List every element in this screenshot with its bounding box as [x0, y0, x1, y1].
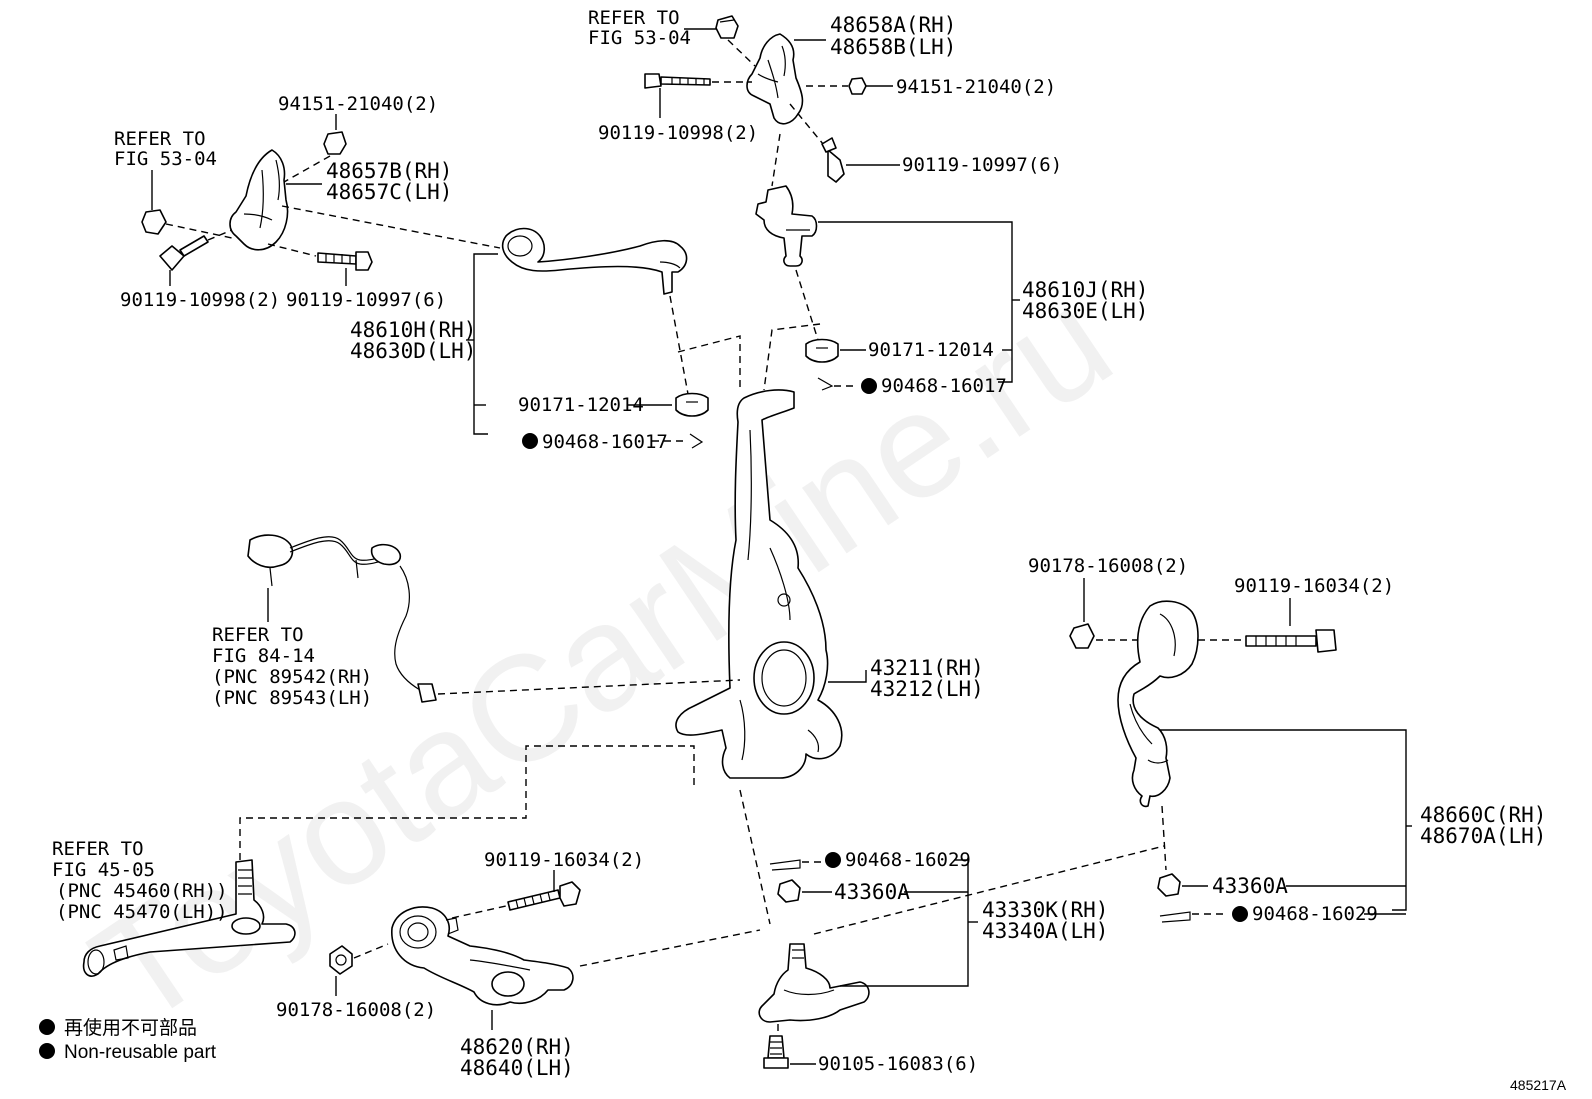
legend: 再使用不可部品 Non-reusable part [39, 1017, 217, 1063]
abs-sensor-wire-icon [247, 534, 437, 703]
ref-line-2: FIG 53-04 [588, 27, 691, 49]
label-48620[interactable]: 48620(RH) [460, 1035, 574, 1059]
label-90468-16029-right[interactable]: 90468-16029 [1252, 903, 1378, 925]
non-reusable-dot [861, 378, 877, 394]
nut-90171-left-icon [675, 392, 709, 417]
label-90468-16017-right[interactable]: 90468-16017 [881, 375, 1007, 397]
lower-ball-joint-43330-icon [758, 943, 870, 1023]
label-48658a[interactable]: 48658A(RH) [830, 13, 956, 37]
upper-arm-48610h-icon [501, 227, 688, 295]
upper-bracket-48657-icon [229, 149, 289, 251]
label-90468-16029-mid[interactable]: 90468-16029 [845, 849, 971, 871]
ref-line-1: REFER TO [588, 7, 680, 29]
bolt-90105-16083-icon [763, 1035, 789, 1069]
ref-45-05[interactable]: REFER TO FIG 45-05 (PNC 45460(RH)) (PNC … [52, 838, 228, 923]
label-43330k[interactable]: 43330K(RH) [982, 898, 1108, 922]
label-94151-21040-top[interactable]: 94151-21040(2) [896, 76, 1056, 98]
ref-53-04-top[interactable]: REFER TO FIG 53-04 [588, 7, 691, 49]
label-90119-10997-left[interactable]: 90119-10997(6) [286, 289, 446, 311]
ref-line-4: (PNC 45470(LH)) [56, 901, 228, 923]
cotter-pin-mid-icon [769, 859, 801, 871]
legend-dot [39, 1019, 55, 1035]
label-43360a-mid[interactable]: 43360A [834, 880, 910, 904]
nut-90178-right-icon [1069, 623, 1095, 649]
lower-arm-48660-icon [1117, 600, 1199, 808]
label-43340a[interactable]: 43340A(LH) [982, 919, 1108, 943]
label-94151-21040-left[interactable]: 94151-21040(2) [278, 93, 438, 115]
label-48657b[interactable]: 48657B(RH) [326, 159, 452, 183]
nut-top-icon [715, 15, 739, 39]
bolt-90119-10998-top-icon [644, 73, 711, 89]
nut-94151-top-icon [848, 77, 867, 95]
nut-left-icon [141, 209, 167, 235]
lower-arm-48620-icon [391, 906, 574, 1006]
label-48660c[interactable]: 48660C(RH) [1420, 803, 1546, 827]
steering-knuckle-43211-icon [675, 389, 843, 779]
ref-line-4: (PNC 89543(LH) [212, 687, 372, 709]
label-90119-16034-right[interactable]: 90119-16034(2) [1234, 575, 1394, 597]
ref-line-1: REFER TO [114, 128, 206, 150]
bolt-90119-10997-top-icon [821, 137, 845, 183]
ref-line-3: (PNC 45460(RH)) [56, 880, 228, 902]
ref-line-3: (PNC 89542(RH) [212, 666, 372, 688]
label-48610j[interactable]: 48610J(RH) [1022, 278, 1148, 302]
label-48630d[interactable]: 48630D(LH) [350, 339, 476, 363]
nut-43360a-mid-icon [777, 879, 801, 903]
label-90105-16083[interactable]: 90105-16083(6) [818, 1053, 978, 1075]
legend-dot [39, 1043, 55, 1059]
nut-94151-left-icon [323, 131, 347, 155]
label-43212[interactable]: 43212(LH) [870, 677, 984, 701]
tie-rod-end-icon [82, 859, 296, 977]
label-48630e[interactable]: 48630E(LH) [1022, 299, 1148, 323]
label-90178-16008-left[interactable]: 90178-16008(2) [276, 999, 436, 1021]
ref-line-1: REFER TO [212, 624, 304, 646]
cotter-pin-left-icon [689, 433, 704, 449]
label-48657c[interactable]: 48657C(LH) [326, 180, 452, 204]
legend-text-en: Non-reusable part [64, 1042, 217, 1063]
label-90119-10997-top[interactable]: 90119-10997(6) [902, 154, 1062, 176]
non-reusable-dot [522, 433, 538, 449]
legend-text-jp: 再使用不可部品 [64, 1017, 197, 1039]
ref-53-04-left[interactable]: REFER TO FIG 53-04 [114, 128, 217, 170]
non-reusable-dot [825, 852, 841, 868]
upper-ball-joint-48610j-icon [755, 185, 818, 267]
bolt-90119-16034-right-icon [1245, 629, 1337, 653]
cotter-pin-right-lower-icon [1159, 911, 1191, 923]
nut-43360a-right-icon [1157, 873, 1181, 897]
label-90171-12014-right[interactable]: 90171-12014 [868, 339, 994, 361]
label-90119-16034-left[interactable]: 90119-16034(2) [484, 849, 644, 871]
bolt-90119-16034-left-icon [507, 881, 581, 911]
upper-bracket-48658-icon [746, 33, 804, 125]
label-48670a[interactable]: 48670A(LH) [1420, 824, 1546, 848]
label-43360a-right[interactable]: 43360A [1212, 874, 1288, 898]
nut-90171-right-icon [805, 338, 839, 363]
cotter-pin-right-icon [817, 377, 834, 391]
figure-number: 485217A [1510, 1077, 1567, 1093]
ref-line-1: REFER TO [52, 838, 144, 860]
label-43211[interactable]: 43211(RH) [870, 656, 984, 680]
label-90119-10998-left[interactable]: 90119-10998(2) [120, 289, 280, 311]
bolt-90119-10998-left-icon [159, 235, 209, 271]
bolt-90119-10997-left-icon [317, 251, 373, 271]
label-90171-12014-left[interactable]: 90171-12014 [518, 394, 644, 416]
ref-84-14[interactable]: REFER TO FIG 84-14 (PNC 89542(RH) (PNC 8… [212, 624, 372, 709]
label-48640[interactable]: 48640(LH) [460, 1056, 574, 1080]
non-reusable-dot [1232, 906, 1248, 922]
ref-line-2: FIG 84-14 [212, 645, 315, 667]
label-48610h[interactable]: 48610H(RH) [350, 318, 476, 342]
label-90178-16008-right[interactable]: 90178-16008(2) [1028, 555, 1188, 577]
nut-90178-left-icon [329, 945, 353, 975]
label-48658b[interactable]: 48658B(LH) [830, 35, 956, 59]
label-90468-16017-left[interactable]: 90468-16017 [542, 431, 668, 453]
ref-line-2: FIG 45-05 [52, 859, 155, 881]
ref-line-2: FIG 53-04 [114, 148, 217, 170]
label-90119-10998-top[interactable]: 90119-10998(2) [598, 122, 758, 144]
